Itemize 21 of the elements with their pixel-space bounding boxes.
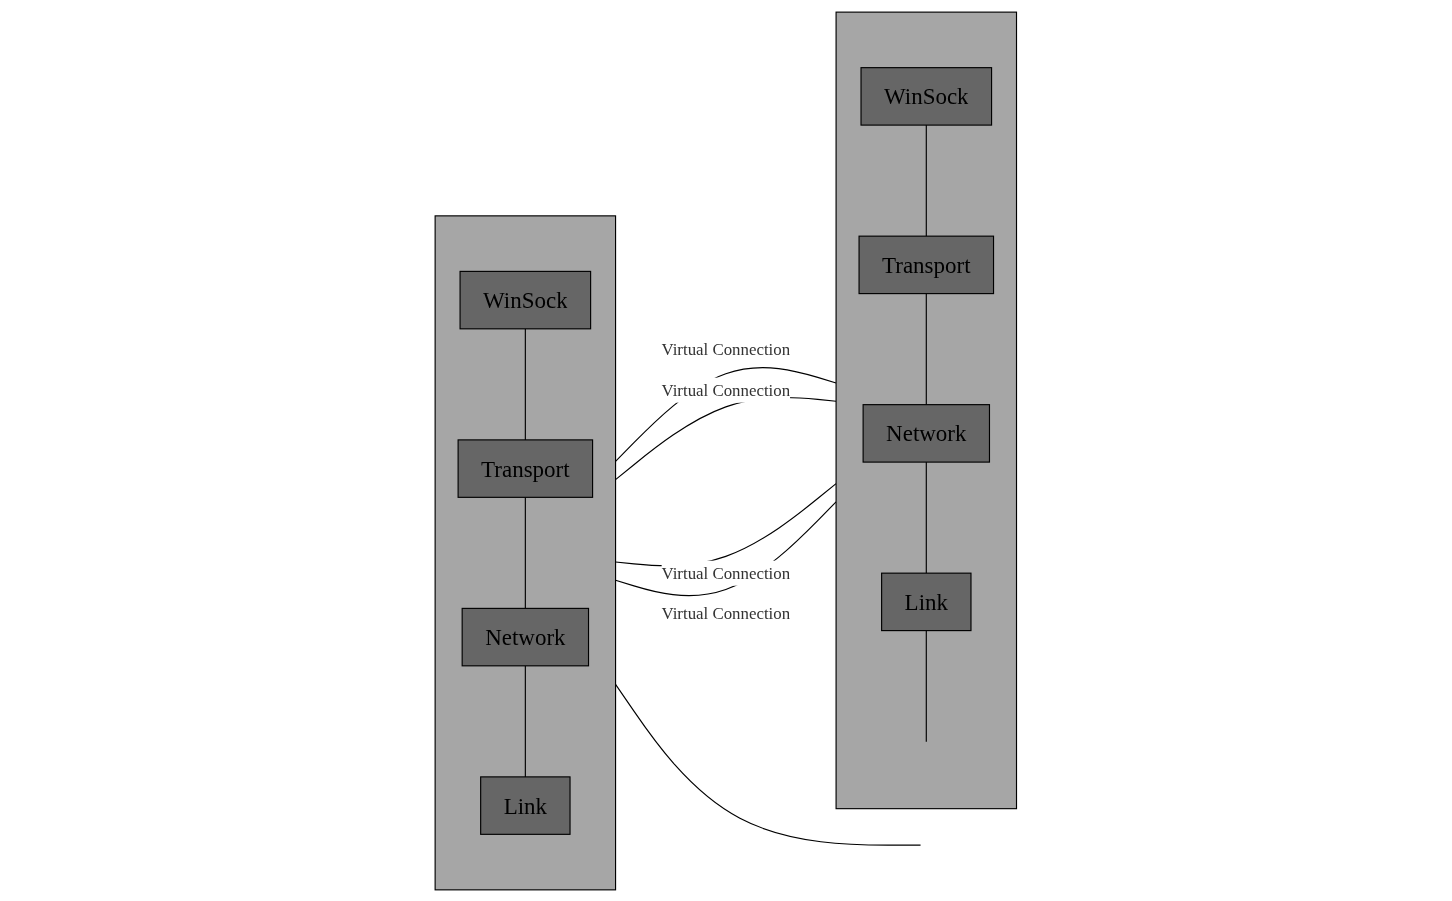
connector (925, 292, 928, 405)
connector (524, 664, 527, 777)
node-box: WinSock (459, 270, 592, 329)
node-box: Network (862, 403, 991, 463)
connector (925, 461, 928, 574)
edge-label: Virtual Connection (661, 380, 791, 400)
node-box: WinSock (860, 66, 993, 126)
node-box: Transport (457, 438, 594, 498)
edge-label: Virtual Connection (661, 563, 791, 583)
connector (925, 124, 928, 237)
connector (524, 496, 527, 609)
cluster (434, 214, 617, 890)
edge-label: Virtual Connection (661, 603, 791, 623)
node-box: Link (881, 572, 972, 631)
cluster (835, 11, 1018, 809)
node-box: Transport (858, 235, 995, 294)
node-box: Link (480, 775, 571, 835)
node-box: Network (461, 607, 590, 666)
edge-label: Virtual Connection (661, 339, 791, 359)
connector (524, 327, 527, 440)
connector (925, 629, 928, 742)
